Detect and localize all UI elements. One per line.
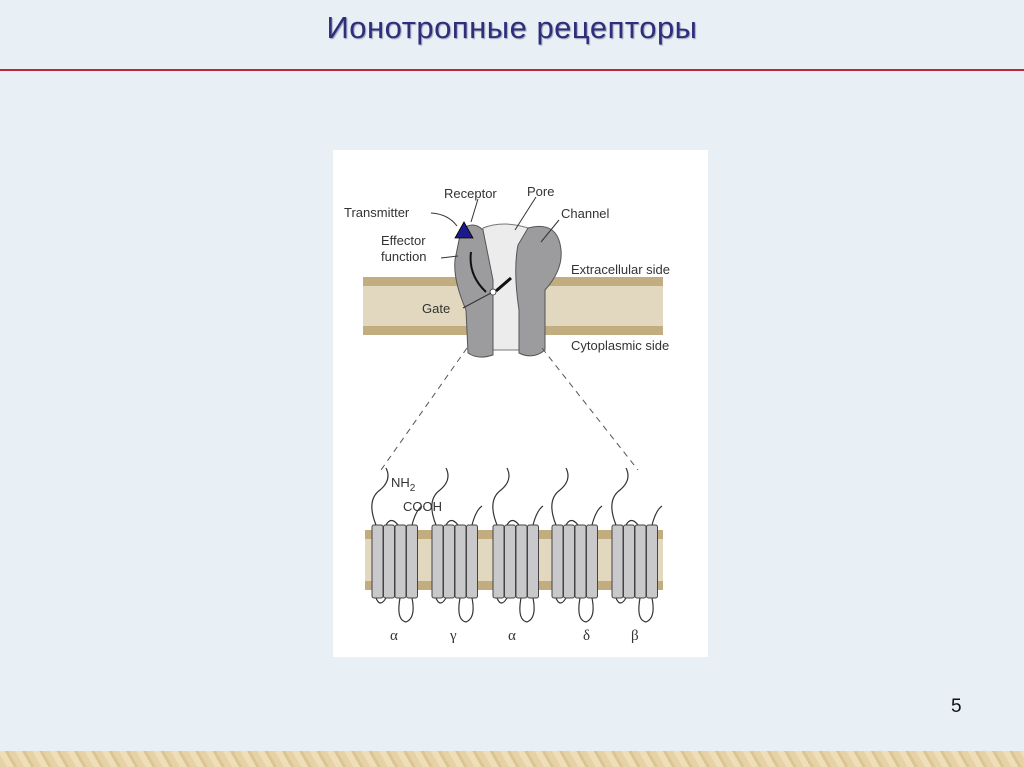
subunit-label: γ — [449, 628, 457, 644]
label-receptor: Receptor — [444, 186, 497, 201]
transmembrane-helix — [383, 524, 395, 599]
polypeptide-loop — [551, 467, 603, 623]
subunit-label: β — [631, 628, 639, 644]
transmembrane-helix — [634, 524, 647, 599]
transmembrane-helix — [371, 524, 384, 599]
label-effector: Effector — [381, 233, 426, 248]
polypeptide-loop — [611, 467, 663, 623]
label-nh2: NH2 — [391, 475, 416, 494]
slide-title: Ионотропные рецепторы — [326, 10, 698, 45]
subunit-groups — [371, 467, 663, 623]
transmembrane-helix — [504, 524, 516, 599]
transmembrane-helix — [492, 524, 505, 599]
label-pore: Pore — [527, 184, 554, 199]
label-channel: Channel — [561, 206, 610, 221]
receptor-diagram: Receptor Pore Transmitter Channel Effect… — [344, 184, 670, 644]
label-cytoplasmic-side: Cytoplasmic side — [571, 338, 669, 353]
transmembrane-helix — [454, 524, 467, 599]
subunit-1 — [371, 467, 423, 623]
transmitter-icon — [454, 221, 474, 239]
gate-bar — [495, 276, 512, 293]
subunit-3 — [492, 467, 544, 623]
leader-lines — [430, 196, 560, 309]
transmembrane-helix — [527, 524, 539, 599]
transmembrane-helix — [466, 524, 478, 599]
subunit-2 — [431, 467, 483, 623]
effector-arrow — [469, 251, 487, 293]
transmembrane-helix — [515, 524, 528, 599]
polypeptide-loop — [371, 467, 423, 623]
transmembrane-helix — [623, 524, 635, 599]
footer-texture — [0, 751, 1024, 767]
transmembrane-helix — [611, 524, 624, 599]
label-cooh: COOH — [403, 499, 442, 514]
subunit-5 — [611, 467, 663, 623]
transmembrane-helix — [586, 524, 598, 599]
title-divider — [0, 69, 1024, 71]
label-transmitter: Transmitter — [344, 205, 410, 220]
transmembrane-helix — [443, 524, 455, 599]
gate-dot — [489, 288, 497, 296]
transmembrane-helix — [394, 524, 407, 599]
subunit-4 — [551, 467, 603, 623]
subunit-label: α — [508, 628, 516, 644]
zoom-lines — [380, 347, 639, 471]
transmembrane-helix — [431, 524, 444, 599]
polypeptide-loop — [492, 467, 544, 623]
transmembrane-helix — [574, 524, 587, 599]
ionotropic-receptor-figure: Receptor Pore Transmitter Channel Effect… — [333, 150, 708, 657]
subunit-label: α — [390, 628, 398, 644]
ion-channel — [454, 221, 562, 358]
polypeptide-loop — [431, 467, 483, 623]
transmembrane-helix — [551, 524, 564, 599]
transmembrane-helix — [563, 524, 575, 599]
label-function: function — [381, 249, 427, 264]
label-gate: Gate — [422, 301, 450, 316]
subunit-label: δ — [583, 628, 590, 644]
transmembrane-helix — [646, 524, 658, 599]
transmembrane-helix — [406, 524, 418, 599]
page-number: 5 — [951, 696, 962, 717]
label-extracellular-side: Extracellular side — [571, 262, 670, 277]
